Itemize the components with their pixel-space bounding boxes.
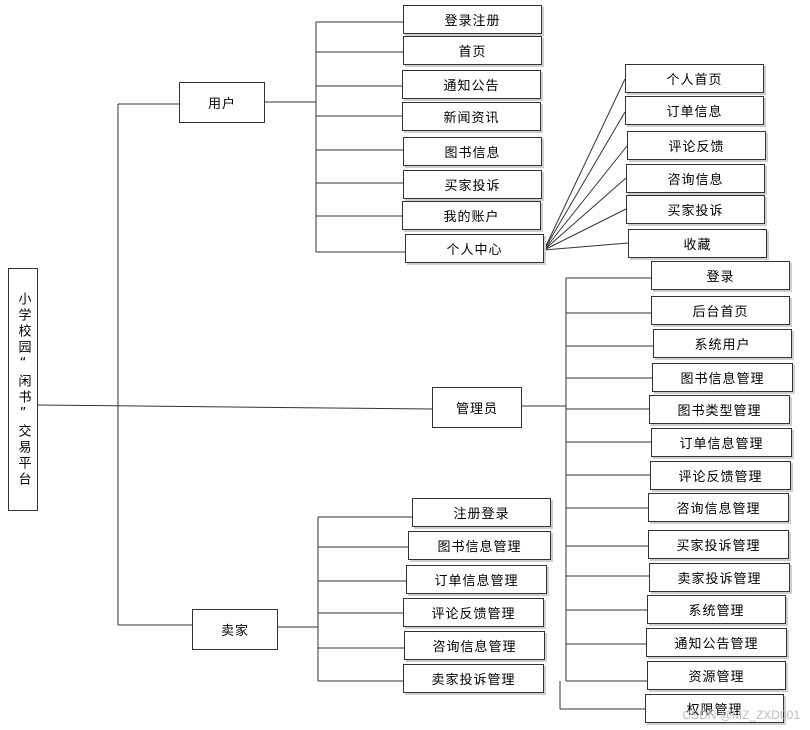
seller-item-order-mgmt: 订单信息管理 [406,565,547,594]
admin-item-book-info-mgmt: 图书信息管理 [652,363,793,392]
admin-item-dashboard: 后台首页 [651,296,790,325]
role-admin: 管理员 [432,387,522,428]
seller-item-register-login: 注册登录 [412,498,551,527]
seller-item-comment-mgmt: 评论反馈管理 [403,598,544,627]
pc-item-inquiry: 咨询信息 [626,164,765,193]
role-user: 用户 [179,82,265,123]
admin-item-seller-complaint-mgmt: 卖家投诉管理 [649,563,790,592]
admin-item-inquiry-mgmt: 咨询信息管理 [648,493,789,522]
seller-item-inquiry-mgmt: 咨询信息管理 [404,631,545,660]
admin-item-system-mgmt: 系统管理 [647,595,786,624]
user-item-news: 新闻资讯 [402,102,541,131]
admin-item-book-type-mgmt: 图书类型管理 [649,395,790,424]
admin-item-buyer-complaint-mgmt: 买家投诉管理 [648,530,789,559]
user-item-personal-center: 个人中心 [405,234,544,263]
seller-item-book-info-mgmt: 图书信息管理 [408,531,551,560]
admin-item-notice-mgmt: 通知公告管理 [646,628,787,657]
role-seller: 卖家 [192,609,278,650]
pc-item-personal-home: 个人首页 [625,64,764,93]
watermark: CSDN @MZ_ZXD001 [682,708,800,722]
admin-item-login: 登录 [651,261,790,290]
admin-item-resource-mgmt: 资源管理 [647,661,786,690]
admin-item-permission-mgmt: 权限管理 [645,694,784,723]
pc-item-favorites: 收藏 [628,229,767,258]
root-node: 小学校园“闲书”交易平台 [8,268,38,511]
user-item-notices: 通知公告 [402,70,541,99]
user-item-my-account: 我的账户 [402,201,541,230]
pc-item-comments: 评论反馈 [627,131,766,160]
user-item-buyer-complaint: 买家投诉 [403,170,542,199]
user-item-login-register: 登录注册 [403,5,542,34]
pc-item-buyer-complaint: 买家投诉 [626,195,765,224]
admin-item-system-users: 系统用户 [653,329,792,358]
user-item-book-info: 图书信息 [403,137,542,166]
admin-item-comment-mgmt: 评论反馈管理 [650,461,791,490]
root-label: 小学校园“闲书”交易平台 [15,291,31,488]
seller-item-seller-complaint-mgmt: 卖家投诉管理 [403,664,544,693]
pc-item-order-info: 订单信息 [625,96,764,125]
user-item-home: 首页 [403,36,542,65]
admin-item-order-mgmt: 订单信息管理 [651,428,792,457]
